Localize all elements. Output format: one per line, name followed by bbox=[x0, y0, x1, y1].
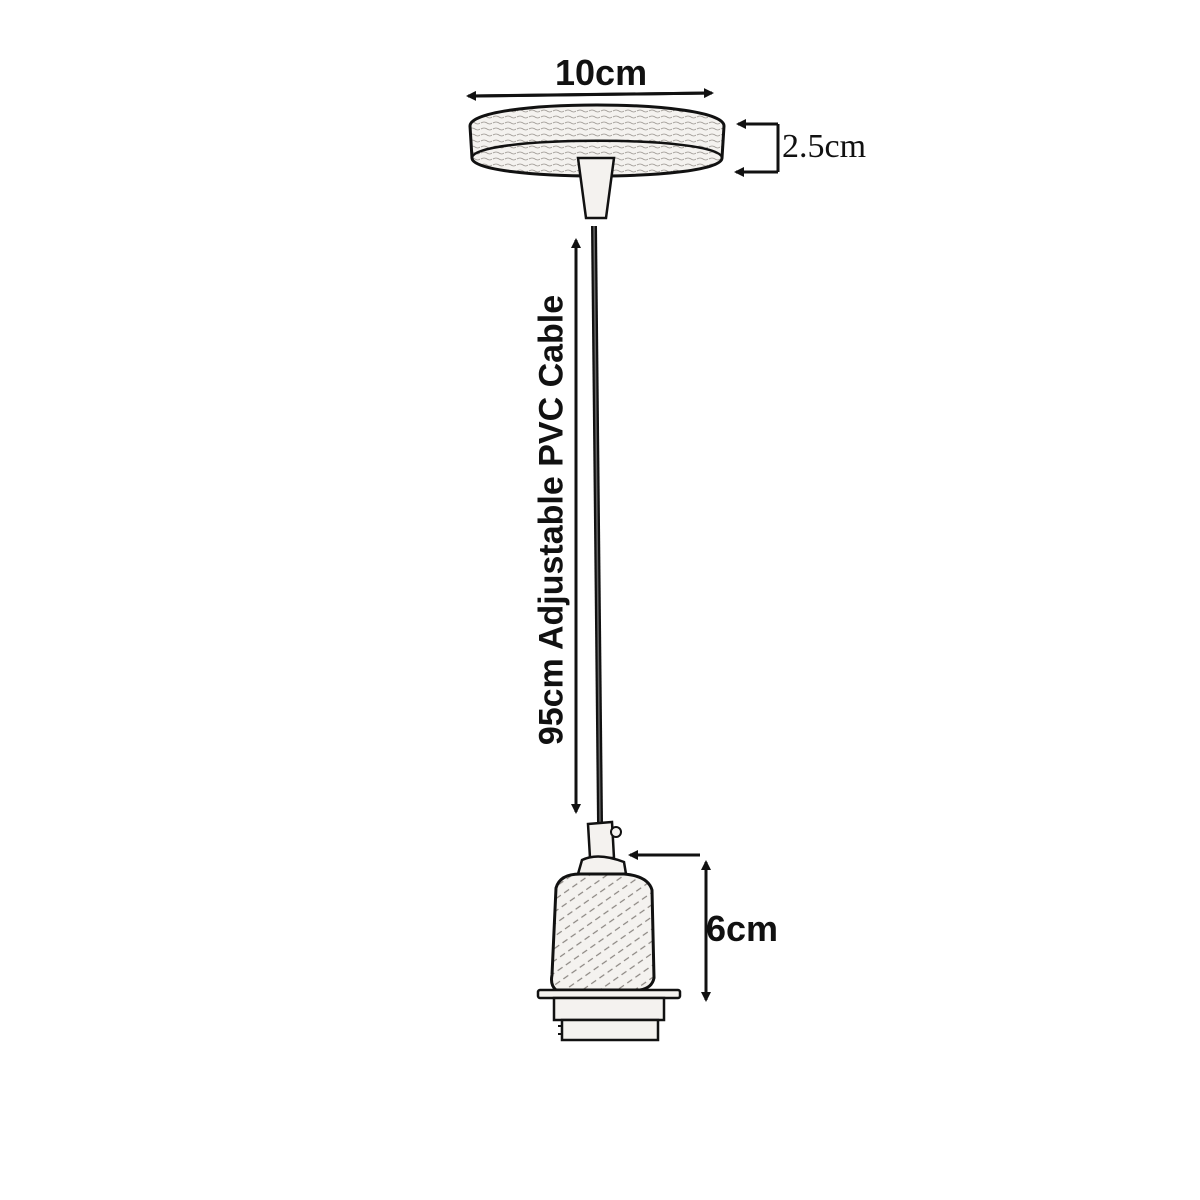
rose-width-label: 10cm bbox=[555, 52, 648, 93]
rose-height-dimension bbox=[734, 119, 780, 177]
holder-height-dimension bbox=[628, 850, 711, 1002]
pvc-cable bbox=[591, 225, 603, 823]
rose-width-dimension bbox=[466, 88, 714, 101]
lamp-holder bbox=[536, 820, 682, 1042]
rose-height-label: 2.5cm bbox=[782, 128, 867, 165]
cable-grip bbox=[576, 156, 616, 220]
cable-length-label: 95cm Adjustable PVC Cable bbox=[532, 294, 571, 746]
ceiling-rose bbox=[468, 103, 726, 220]
holder-height-label: 6cm bbox=[706, 908, 779, 949]
